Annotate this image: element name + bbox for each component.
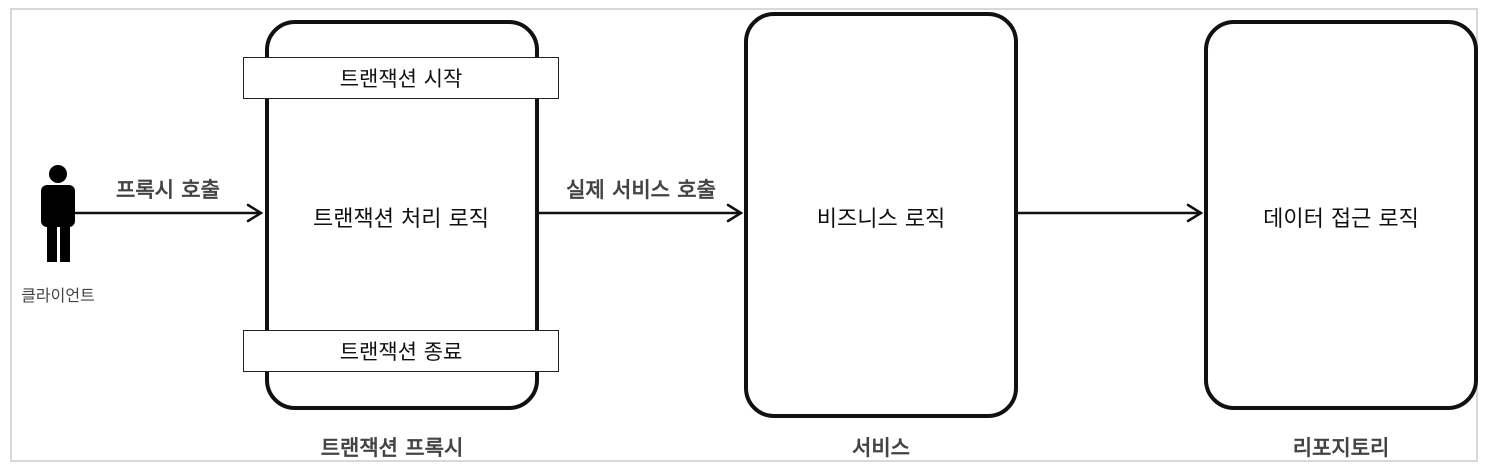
service-logic-label: 비즈니스 로직 (816, 207, 946, 232)
repository-logic-label: 데이터 접근 로직 (1263, 207, 1419, 232)
transaction-start-label: 트랜잭션 시작 (339, 67, 463, 91)
repository-caption: 리포지토리 (1292, 436, 1390, 460)
arrow-service-to-repository (1016, 203, 1204, 223)
client-label: 클라이언트 (21, 286, 95, 305)
service-caption: 서비스 (852, 436, 910, 460)
repository-box (1204, 20, 1478, 410)
real-service-call-label: 실제 서비스 호출 (566, 178, 716, 202)
proxy-call-label: 프록시 호출 (116, 178, 220, 202)
transaction-end-bar: 트랜잭션 종료 (243, 330, 559, 372)
arrow-proxy-to-service (537, 203, 744, 223)
service-box (744, 12, 1018, 418)
transaction-proxy-caption: 트랜잭션 프록시 (320, 436, 464, 460)
transaction-start-bar: 트랜잭션 시작 (243, 57, 559, 99)
arrow-client-to-proxy (74, 203, 264, 223)
transaction-process-label: 트랜잭션 처리 로직 (313, 207, 489, 232)
transaction-end-label: 트랜잭션 종료 (339, 340, 463, 364)
